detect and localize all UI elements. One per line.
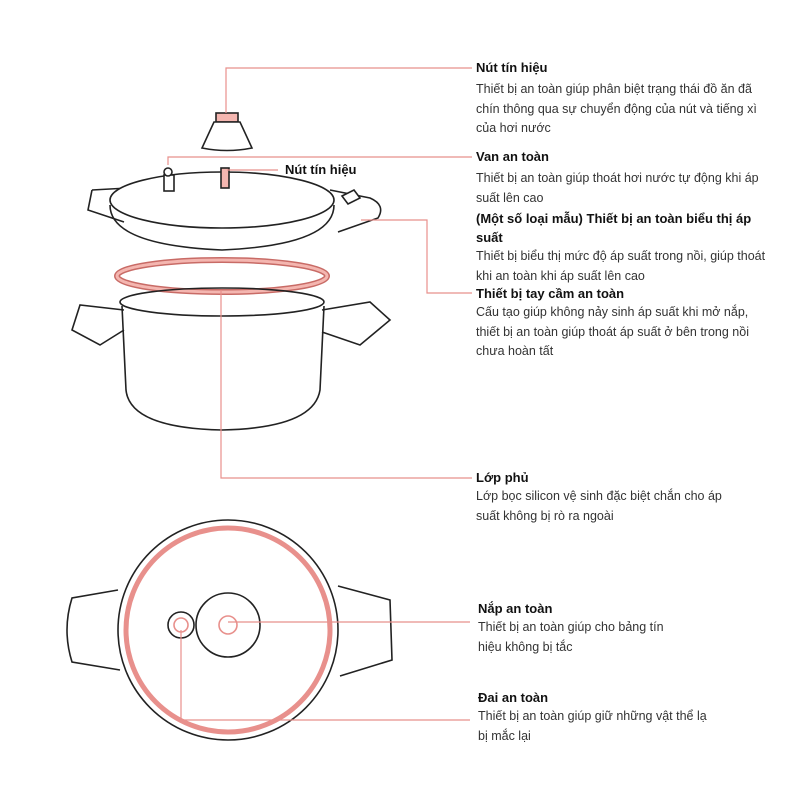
callout-title: (Một số loại mẫu) Thiết bị an toàn biểu … <box>476 211 752 245</box>
callout-title: Nút tín hiệu <box>476 60 548 75</box>
leader-lines <box>167 67 472 721</box>
pot-body-icon <box>71 287 392 431</box>
callout-gasket: Lớp phủ Lớp bọc silicon vệ sinh đặc biệt… <box>476 468 736 526</box>
callout-safety-band: Đai an toàn Thiết bị an toàn giúp giữ nh… <box>478 688 708 746</box>
callout-safety-handle: Thiết bị tay cầm an toàn Cấu tạo giúp kh… <box>476 284 766 362</box>
callout-text: Thiết bị an toàn giúp giữ những vật thể … <box>478 709 707 743</box>
callout-text: Thiết bị an toàn giúp thoát hơi nước tự … <box>476 171 759 205</box>
top-view-icon <box>66 519 393 741</box>
inner-signal-label: Nút tín hiệu <box>285 162 357 177</box>
callout-title: Đai an toàn <box>478 690 549 705</box>
callout-text: Thiết bị an toàn giúp cho bảng tín hiệu … <box>478 620 664 654</box>
callout-safety-cap: Nắp an toàn Thiết bị an toàn giúp cho bả… <box>478 599 688 657</box>
callout-text: Thiết bị an toàn giúp phân biệt trạng th… <box>476 82 757 135</box>
callout-text: Lớp bọc silicon vệ sinh đặc biệt chắn ch… <box>476 489 722 523</box>
callout-text: Cấu tạo giúp không nảy sinh áp suất khi … <box>476 305 749 358</box>
callout-signal-button: Nút tín hiệu Thiết bị an toàn giúp phân … <box>476 58 766 139</box>
lid-icon <box>87 167 382 251</box>
callout-title: Nắp an toàn <box>478 601 553 616</box>
callout-safety-valve: Van an toàn Thiết bị an toàn giúp thoát … <box>476 147 766 286</box>
callout-text: Thiết bị biểu thị mức độ áp suất trong n… <box>476 249 766 283</box>
signal-weight-icon <box>200 112 254 152</box>
callout-title: Thiết bị tay cầm an toàn <box>476 286 625 301</box>
callout-title: Lớp phủ <box>476 470 529 485</box>
callout-title: Van an toàn <box>476 149 549 164</box>
